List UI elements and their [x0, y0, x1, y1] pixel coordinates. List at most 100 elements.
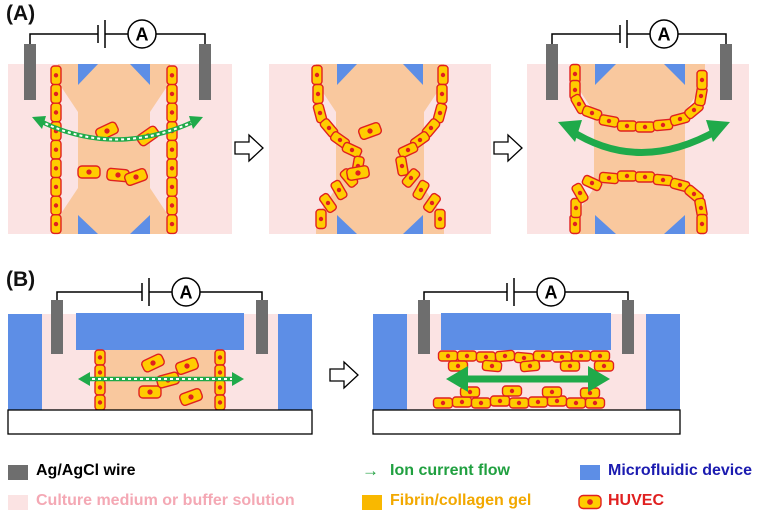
device-post: [78, 215, 98, 234]
huvec-cell: [357, 121, 383, 141]
cell-nucleus: [699, 77, 705, 83]
cell-nucleus: [408, 175, 414, 181]
huvec-cell: [581, 174, 603, 192]
huvec-cell: [341, 141, 363, 159]
cell-nucleus: [169, 221, 175, 227]
arrowhead: [32, 116, 46, 129]
huvec-cell: [94, 394, 106, 411]
cell-nucleus: [147, 389, 153, 395]
process-arrow-icon: [329, 360, 359, 390]
ag-agcl-wire: [418, 300, 430, 354]
huvec-cell: [652, 173, 674, 187]
cell-nucleus: [97, 370, 103, 375]
huvec-cell: [50, 139, 62, 160]
cell-nucleus: [217, 355, 223, 360]
substrate-slide: [7, 409, 313, 435]
cell-nucleus: [53, 110, 59, 115]
huvec-cell: [616, 170, 638, 182]
huvec-cell: [570, 350, 592, 362]
cell-nucleus: [606, 118, 612, 124]
huvec-cell: [532, 350, 554, 362]
ag-agcl-wire: [199, 44, 211, 100]
huvec-cell: [579, 387, 601, 399]
cell-nucleus: [418, 187, 424, 193]
huvec-cell: [481, 359, 503, 373]
cell-nucleus: [573, 400, 579, 406]
huvec-cell: [571, 182, 589, 204]
device-post: [130, 215, 150, 234]
legend-gel-swatch: [362, 495, 382, 510]
cell-nucleus: [367, 128, 373, 134]
cell-nucleus: [53, 147, 59, 152]
huvec-cell: [315, 208, 327, 230]
legend-gel-label: Fibrin/collagen gel: [390, 492, 532, 509]
cell-nucleus: [53, 184, 59, 190]
legend-medium-label: Culture medium or buffer solution: [36, 492, 295, 509]
panel-a-step1-cells: A: [24, 19, 211, 235]
device-post: [664, 64, 685, 85]
cell-nucleus: [169, 184, 175, 190]
device-post: [403, 64, 423, 85]
cell-nucleus: [86, 169, 92, 175]
cell-nucleus: [115, 172, 121, 178]
huvec-cell: [346, 165, 370, 181]
huvec-cell: [501, 385, 523, 397]
huvec-cell: [475, 351, 497, 363]
ammeter-symbol: A: [136, 25, 149, 45]
huvec-cell: [437, 350, 459, 362]
cell-nucleus: [315, 91, 321, 97]
cell-nucleus: [509, 388, 515, 394]
cell-nucleus: [437, 216, 443, 222]
huvec-cell: [214, 394, 226, 411]
huvec-cell: [166, 158, 178, 179]
cell-nucleus: [440, 72, 446, 78]
device-post: [664, 215, 685, 234]
cell-nucleus: [169, 73, 175, 78]
panel-b-step1: A: [7, 277, 313, 435]
cell-nucleus: [559, 354, 565, 360]
cell-nucleus: [318, 216, 324, 222]
huvec-cell: [214, 349, 226, 366]
cell-nucleus: [417, 137, 423, 143]
circuit-wire: [56, 291, 142, 300]
cell-nucleus: [478, 400, 484, 406]
huvec-cell: [634, 121, 656, 133]
cell-nucleus: [677, 116, 683, 122]
arrowhead: [189, 116, 203, 129]
cell-nucleus: [497, 398, 503, 404]
panel-a-step2: [269, 64, 491, 234]
huvec-cell: [395, 155, 409, 177]
cell-nucleus: [217, 400, 223, 405]
huvec-cell: [470, 397, 492, 409]
huvec-cell: [50, 214, 62, 235]
cell-nucleus: [439, 91, 445, 97]
huvec-cell: [616, 120, 638, 132]
ammeter-symbol: A: [180, 283, 193, 303]
huvec-cell: [311, 64, 323, 86]
legend-wire-swatch: [8, 465, 28, 480]
arrowhead: [446, 366, 468, 392]
huvec-cell: [696, 69, 708, 91]
cell-nucleus: [317, 110, 323, 116]
cell-nucleus: [535, 399, 541, 405]
huvec-cell: [178, 387, 204, 407]
cell-nucleus: [554, 398, 560, 404]
arrowhead: [588, 366, 610, 392]
device-post: [130, 64, 150, 85]
huvec-cell: [696, 213, 708, 235]
microfluidic-device-wall: [8, 314, 42, 410]
gel-channel: [58, 64, 170, 234]
cell-nucleus: [188, 394, 194, 400]
huvec-cell: [598, 171, 620, 185]
ag-agcl-wire: [256, 300, 268, 354]
circuit-wire: [423, 291, 507, 300]
cell-nucleus: [399, 163, 405, 169]
cell-nucleus: [642, 124, 648, 130]
huvec-cell: [95, 121, 119, 141]
ag-agcl-wire: [24, 44, 36, 100]
cell-nucleus: [464, 353, 470, 359]
microfluidic-device-wall: [646, 314, 680, 410]
cell-nucleus: [601, 363, 607, 369]
huvec-cell: [166, 65, 178, 86]
cell-nucleus: [97, 385, 103, 390]
